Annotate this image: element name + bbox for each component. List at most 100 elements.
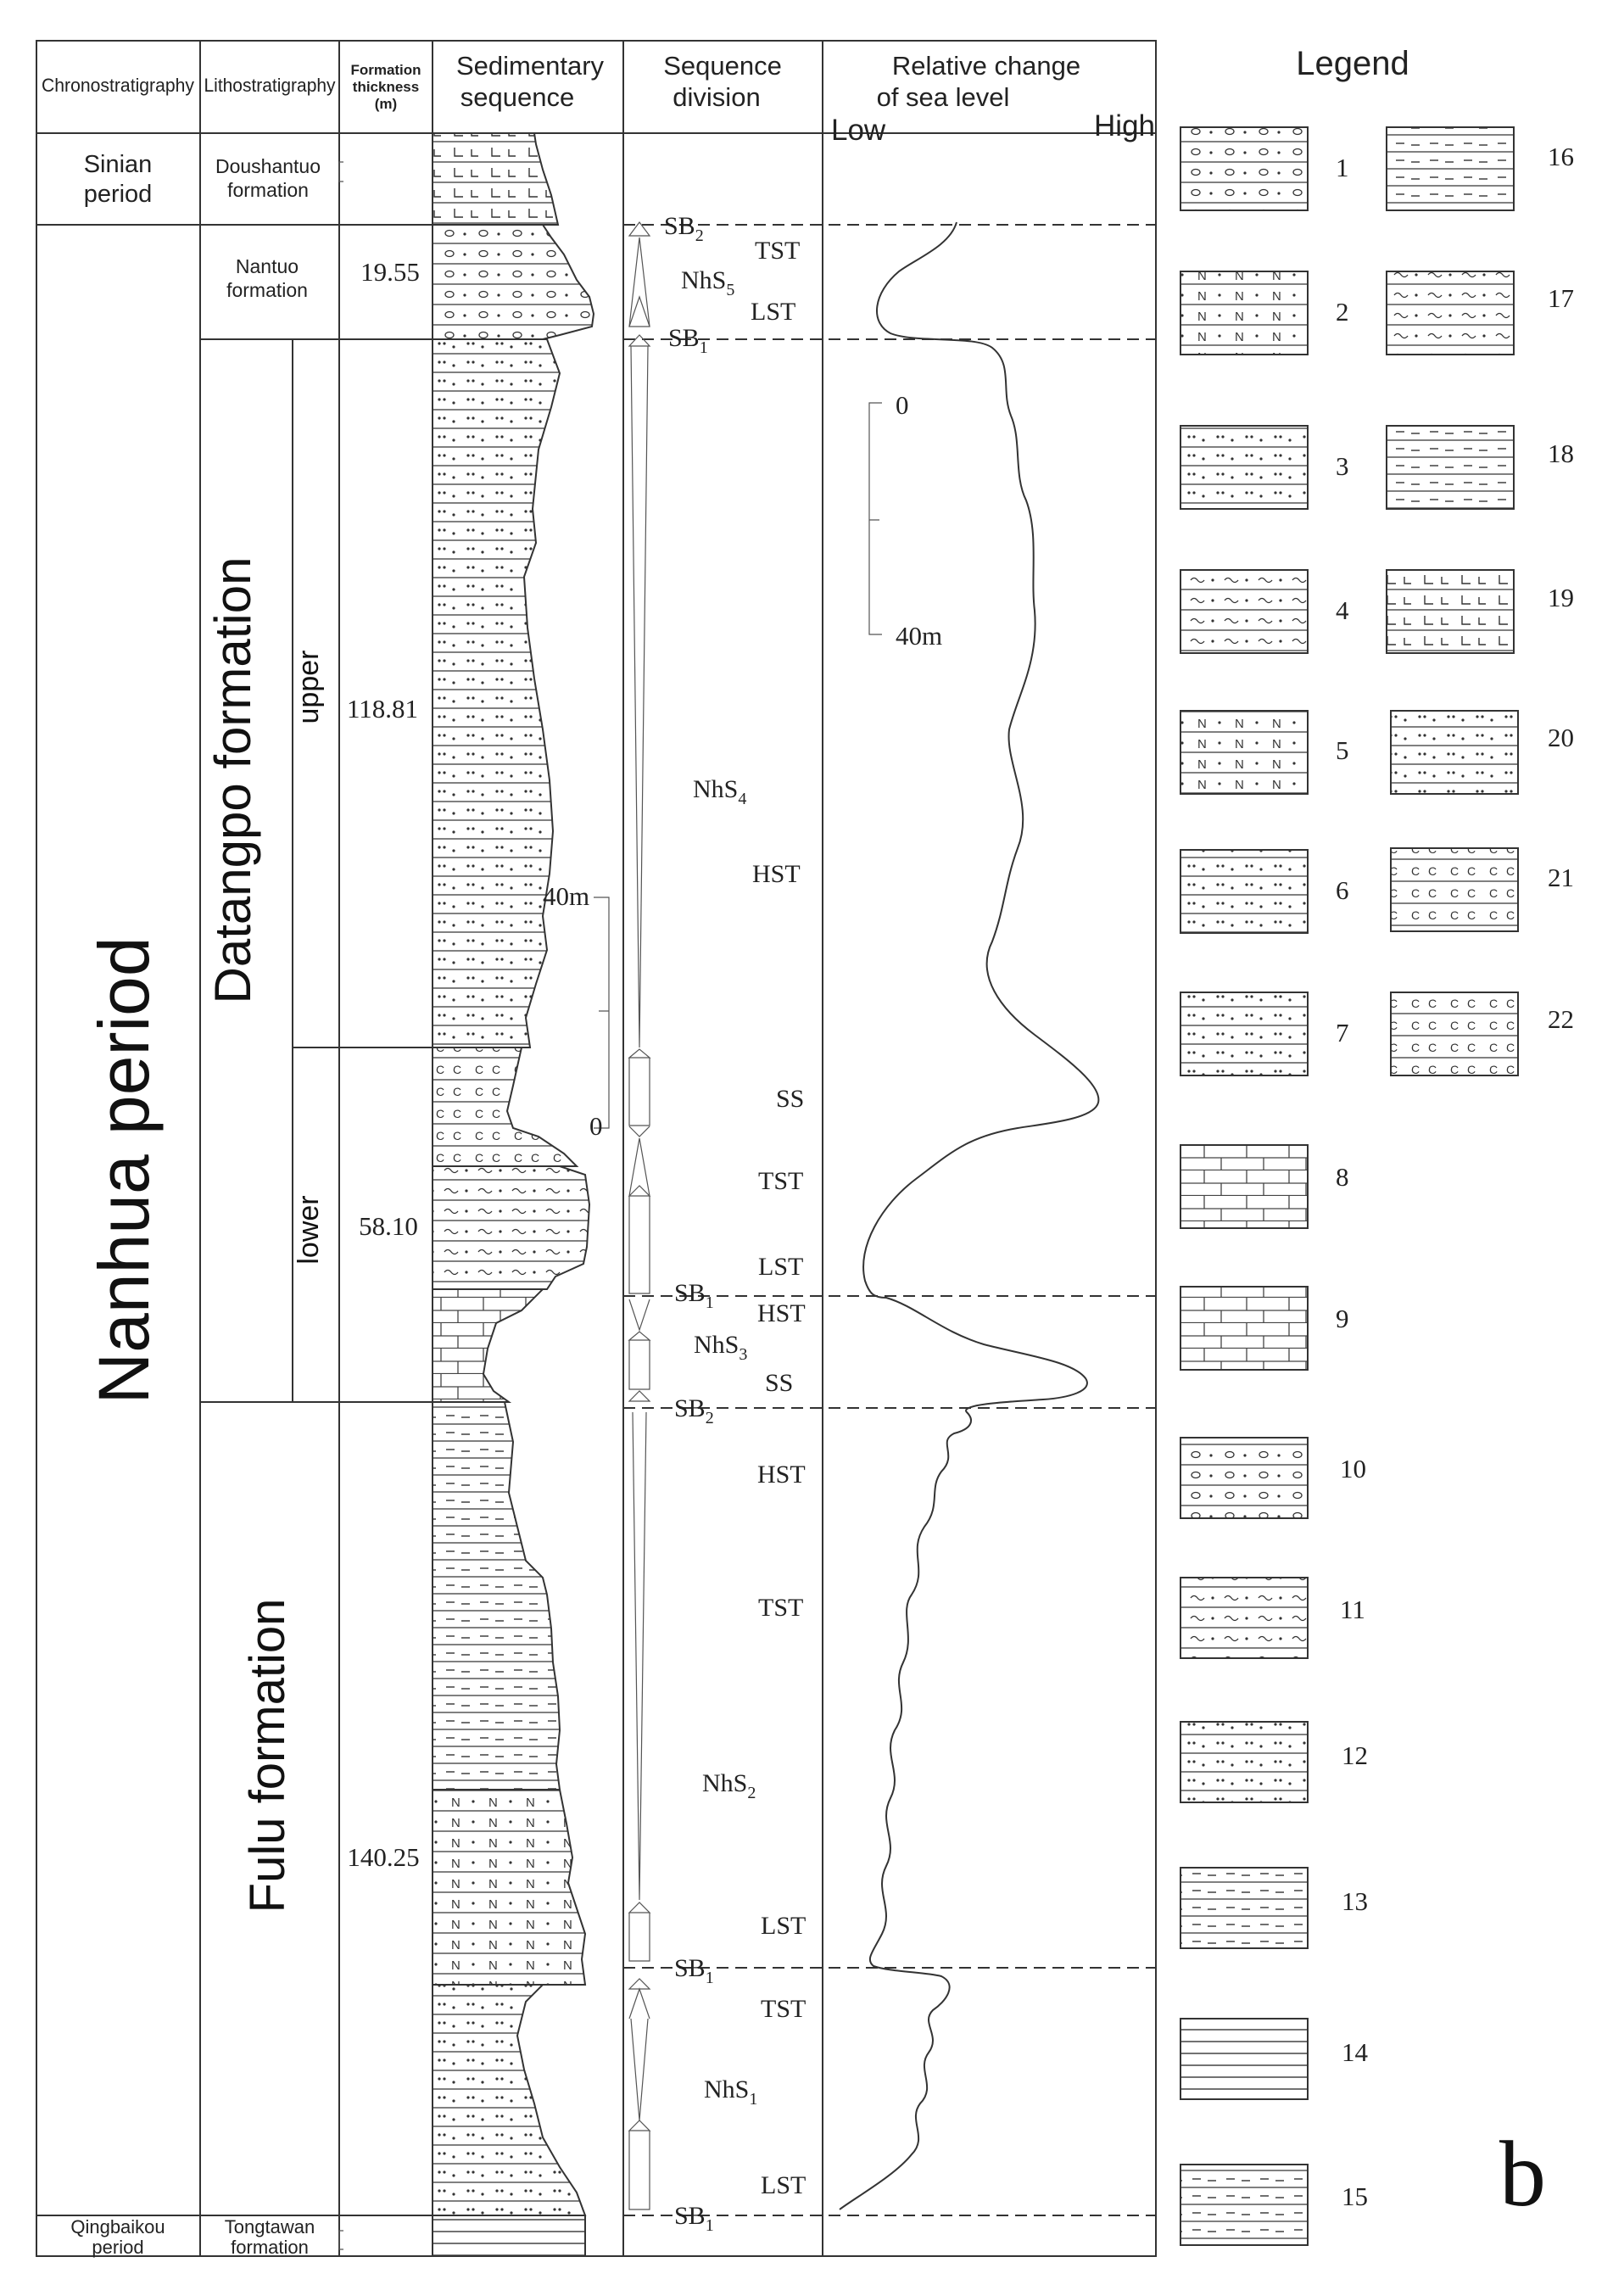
sedimentary-scale-bottom: 0 (589, 1111, 603, 1141)
legend-swatch-12 (1180, 1721, 1309, 1803)
seq-tst-1: TST (755, 237, 800, 265)
header-sedimentary-2: sequence (460, 82, 574, 112)
thickness-fulu: 140.25 (347, 1842, 419, 1872)
legend-number-5: 5 (1336, 735, 1349, 765)
seq-ss-2: SS (765, 1369, 793, 1397)
legend-number-14: 14 (1342, 2037, 1369, 2067)
seq-hst-3: HST (757, 1461, 806, 1489)
seq-nhs4: NhS4 (693, 775, 746, 808)
thickness-upper: 118.81 (347, 694, 418, 723)
seq-tst-2: TST (758, 1167, 803, 1195)
legend-swatch-8 (1180, 1144, 1309, 1229)
seq-ss-1: SS (776, 1085, 804, 1113)
seq-nhs3: NhS3 (694, 1331, 747, 1364)
legend-number-11: 11 (1340, 1595, 1365, 1624)
legend-swatch-7 (1180, 992, 1309, 1076)
header-sequence-1: Sequence (663, 51, 782, 81)
seq-hst-2: HST (757, 1299, 806, 1327)
chrono-sinian-2: period (84, 181, 153, 208)
header-thickness-2: thickness (353, 79, 419, 95)
seq-sb2-top: SB2 (664, 212, 704, 245)
legend-number-13: 13 (1342, 1886, 1368, 1916)
seq-sb1-b: SB1 (674, 1279, 714, 1312)
header-relative-change-1: Relative change (892, 51, 1080, 81)
seq-tst-4: TST (761, 1995, 806, 2023)
legend-swatch-6 (1180, 849, 1309, 934)
seq-sb1-d: SB1 (674, 2202, 714, 2235)
legend-swatch-4 (1180, 569, 1309, 654)
litho-nantuo-1: Nantuo (236, 255, 299, 277)
legend-swatch-5 (1180, 710, 1309, 795)
seq-tst-3: TST (758, 1594, 803, 1622)
seq-lst-2: LST (758, 1253, 803, 1281)
seq-sb2-b: SB2 (674, 1394, 714, 1427)
lithology-layer-doushantuo (432, 132, 560, 226)
lithology-layer-fulu-middle (432, 1789, 587, 1986)
thickness-nantuo: 19.55 (360, 257, 420, 287)
sedimentary-scale-bar (594, 897, 610, 1129)
legend-swatch-11 (1180, 1577, 1309, 1659)
seq-nhs1: NhS1 (704, 2075, 757, 2109)
seq-lst-1: LST (751, 298, 795, 326)
legend-number-7: 7 (1336, 1018, 1349, 1047)
sedimentary-scale-top: 40m (543, 881, 589, 911)
thickness-lower: 58.10 (359, 1211, 418, 1241)
seq-sb1-c: SB1 (674, 1954, 714, 1987)
lithology-layer-datangpo-lower-pebble (432, 1165, 591, 1290)
legend-number-8: 8 (1336, 1162, 1349, 1192)
legend-swatch-15 (1180, 2164, 1309, 2246)
legend-number-16: 16 (1548, 142, 1574, 171)
seq-lst-4: LST (761, 2171, 806, 2199)
legend-swatch-20 (1390, 710, 1519, 795)
header-chronostratigraphy: Chronostratigraphy (42, 75, 194, 96)
legend: 1 2 3 4 5 6 7 8 9 10 11 12 13 14 15 16 1… (1180, 126, 1574, 2246)
legend-swatch-22 (1390, 992, 1519, 1076)
legend-number-10: 10 (1340, 1454, 1366, 1483)
legend-number-12: 12 (1342, 1740, 1368, 1770)
legend-number-19: 19 (1548, 583, 1574, 612)
header-low: Low (831, 114, 886, 147)
legend-number-22: 22 (1548, 1004, 1574, 1034)
lithology-layer-nantuo (432, 224, 595, 340)
lithology-layer-datangpo-lower-c (432, 1047, 579, 1167)
litho-datangpo-formation: Datangpo formation (204, 557, 261, 1004)
litho-lower: lower (293, 1195, 325, 1264)
legend-number-18: 18 (1548, 439, 1574, 468)
legend-swatch-13 (1180, 1867, 1309, 1949)
sea-level-scale-top: 0 (896, 390, 909, 420)
systems-tract-triangles (628, 221, 651, 2210)
column-headers: Chronostratigraphy Lithostratigraphy For… (42, 45, 1409, 147)
sedimentary-sequence-column: 40m 0 (432, 132, 610, 2257)
header-legend: Legend (1296, 45, 1409, 82)
header-thickness-1: Formation (350, 62, 421, 78)
seq-hst-1: HST (752, 860, 801, 888)
header-sequence-2: division (673, 82, 760, 112)
table-frame (36, 40, 1157, 2257)
legend-swatch-21 (1390, 847, 1519, 932)
chrono-qingbaikou-1: Qingbaikou (70, 2216, 165, 2237)
sea-level-scale-bottom: 40m (896, 621, 942, 651)
legend-number-2: 2 (1336, 297, 1349, 327)
legend-number-6: 6 (1336, 875, 1349, 905)
seq-nhs2: NhS2 (702, 1769, 756, 1802)
sea-level-curve (839, 221, 1100, 2210)
legend-swatch-18 (1386, 425, 1515, 510)
panel-letter: b (1499, 2122, 1546, 2226)
seq-nhs5: NhS5 (681, 266, 734, 299)
header-thickness-3: (m) (375, 96, 397, 112)
seq-lst-3: LST (761, 1912, 806, 1940)
litho-tongtawan-2: formation (231, 2237, 309, 2258)
sea-level-scale-bar (868, 402, 882, 635)
legend-number-17: 17 (1548, 283, 1574, 313)
lithology-layer-datangpo-upper (432, 338, 561, 1048)
litho-doushantuo-1: Doushantuo (215, 155, 321, 177)
seq-sb1-a: SB1 (668, 324, 708, 357)
lithology-layer-fulu-upper (432, 1401, 561, 1790)
header-sedimentary-1: Sedimentary (456, 51, 605, 81)
thickness-column: 19.55 118.81 58.10 140.25 (347, 257, 420, 1872)
legend-number-15: 15 (1342, 2181, 1368, 2211)
litho-doushantuo-2: formation (227, 179, 309, 201)
header-high: High (1094, 109, 1155, 142)
legend-number-4: 4 (1336, 595, 1349, 625)
legend-swatch-14 (1180, 2018, 1309, 2100)
